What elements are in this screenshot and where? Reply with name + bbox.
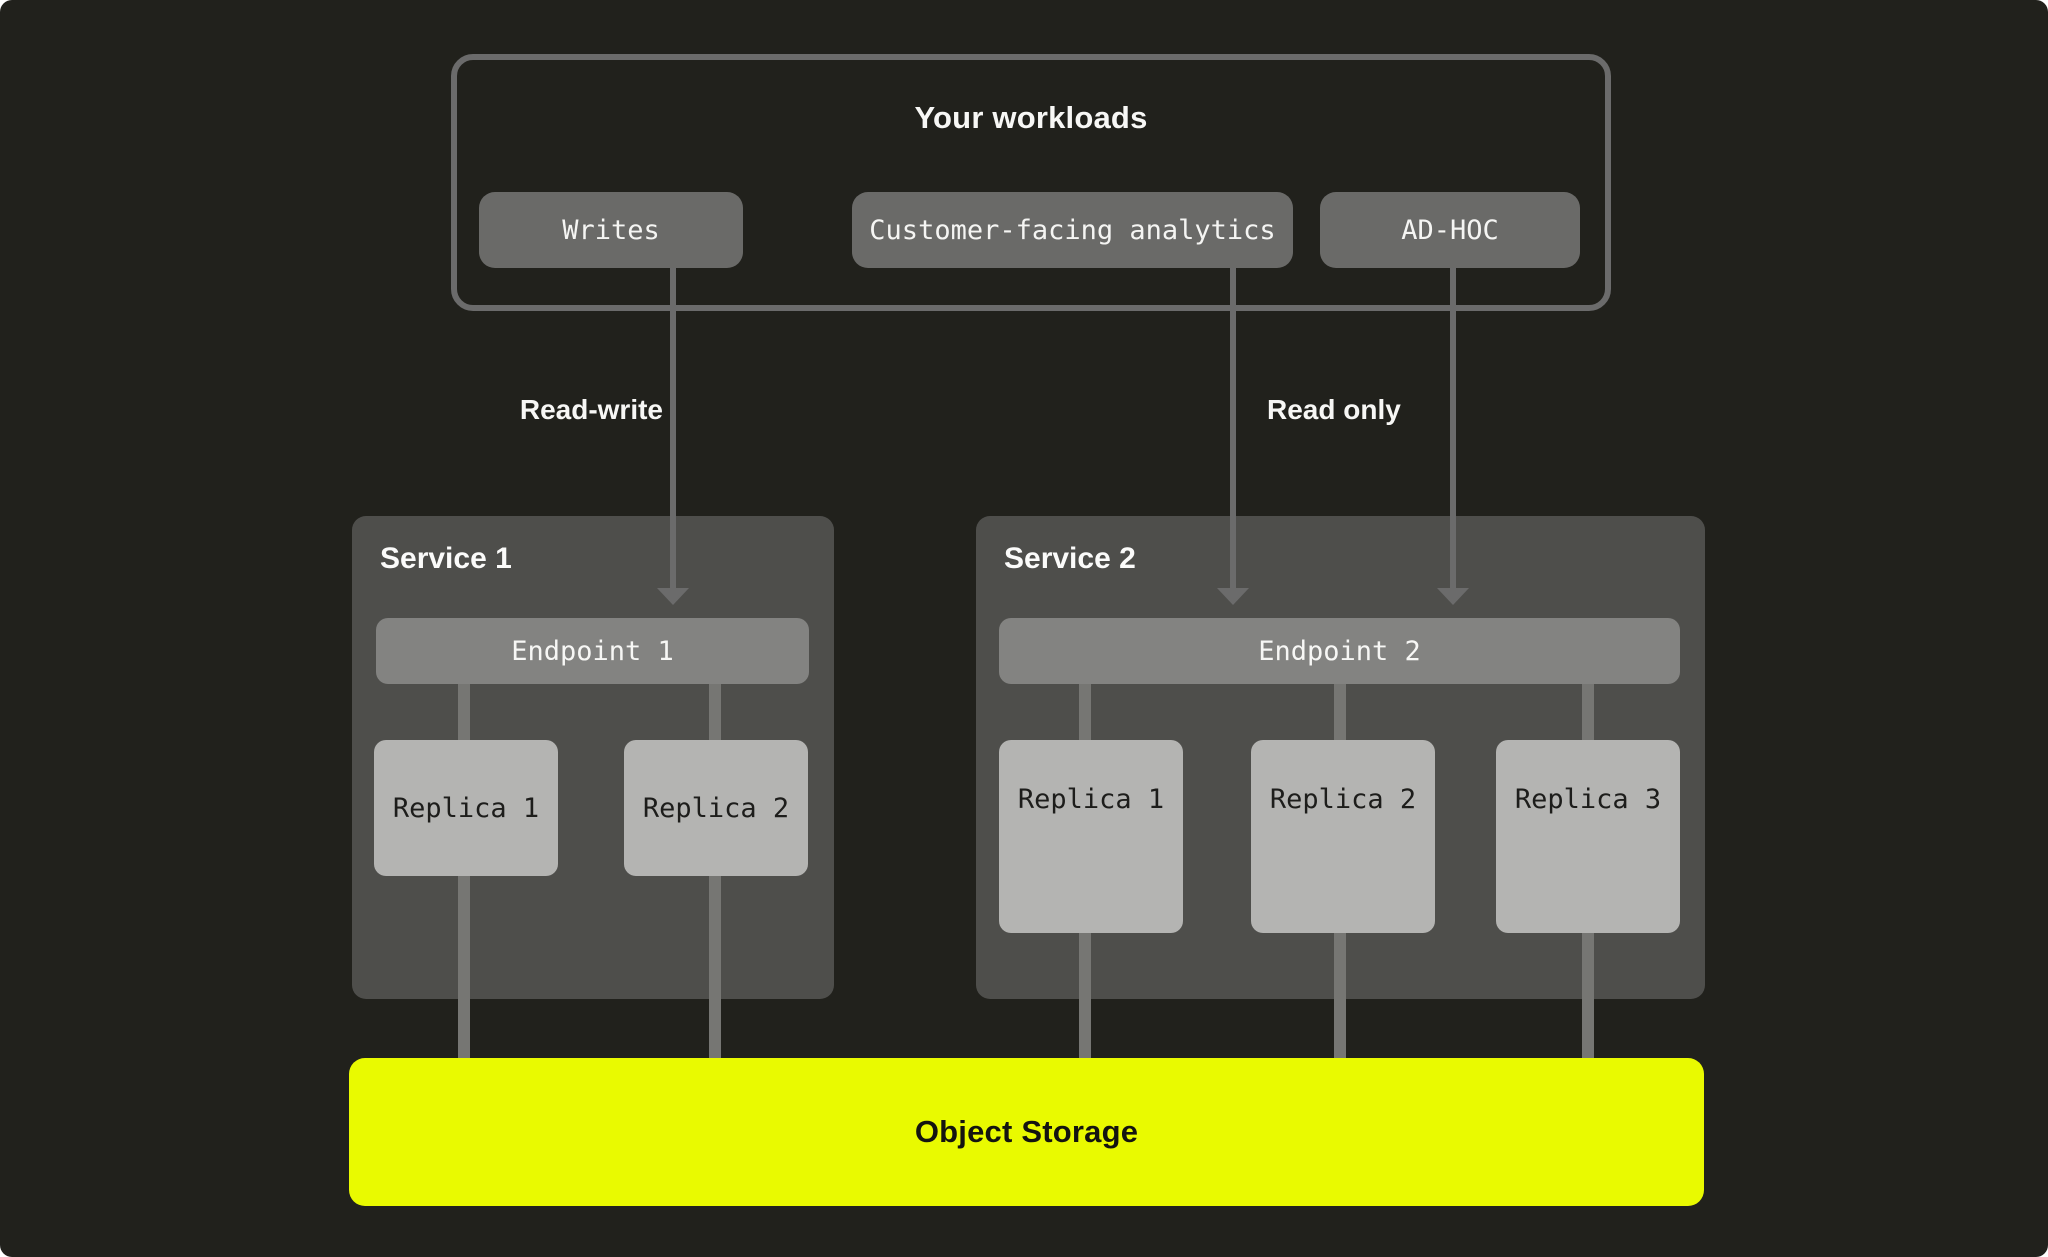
workloads-title: Your workloads xyxy=(914,100,1148,135)
service-1-replica-1: Replica 1 xyxy=(374,740,558,876)
workload-chip-ad-hoc: AD-HOC xyxy=(1320,192,1580,268)
workload-chip-writes: Writes xyxy=(479,192,743,268)
service-1-endpoint: Endpoint 1 xyxy=(376,618,809,684)
read-only-edge-label: Read only xyxy=(1267,394,1401,425)
arrow-down-icon xyxy=(657,588,689,605)
workload-chip-customer-facing-analytics: Customer-facing analytics xyxy=(852,192,1293,268)
arrow-shaft-adhoc-to-endpoint2 xyxy=(1450,268,1456,588)
service-2-replica-1: Replica 1 xyxy=(999,740,1183,933)
service-1-replica-2: Replica 2 xyxy=(624,740,808,876)
workloads-group-box xyxy=(451,54,1611,311)
service-1-title: Service 1 xyxy=(380,542,512,575)
object-storage-bar: Object Storage xyxy=(349,1058,1704,1206)
read-write-edge-label: Read-write xyxy=(519,394,663,425)
arrow-down-icon xyxy=(1437,588,1469,605)
arrow-shaft-analytics-to-endpoint2 xyxy=(1230,268,1236,588)
service-2-replica-2: Replica 2 xyxy=(1251,740,1435,933)
service-2-title: Service 2 xyxy=(1004,542,1136,575)
service-2-endpoint: Endpoint 2 xyxy=(999,618,1680,684)
arrow-shaft-writes-to-endpoint1 xyxy=(670,268,676,588)
arrow-down-icon xyxy=(1217,588,1249,605)
service-2-replica-3: Replica 3 xyxy=(1496,740,1680,933)
